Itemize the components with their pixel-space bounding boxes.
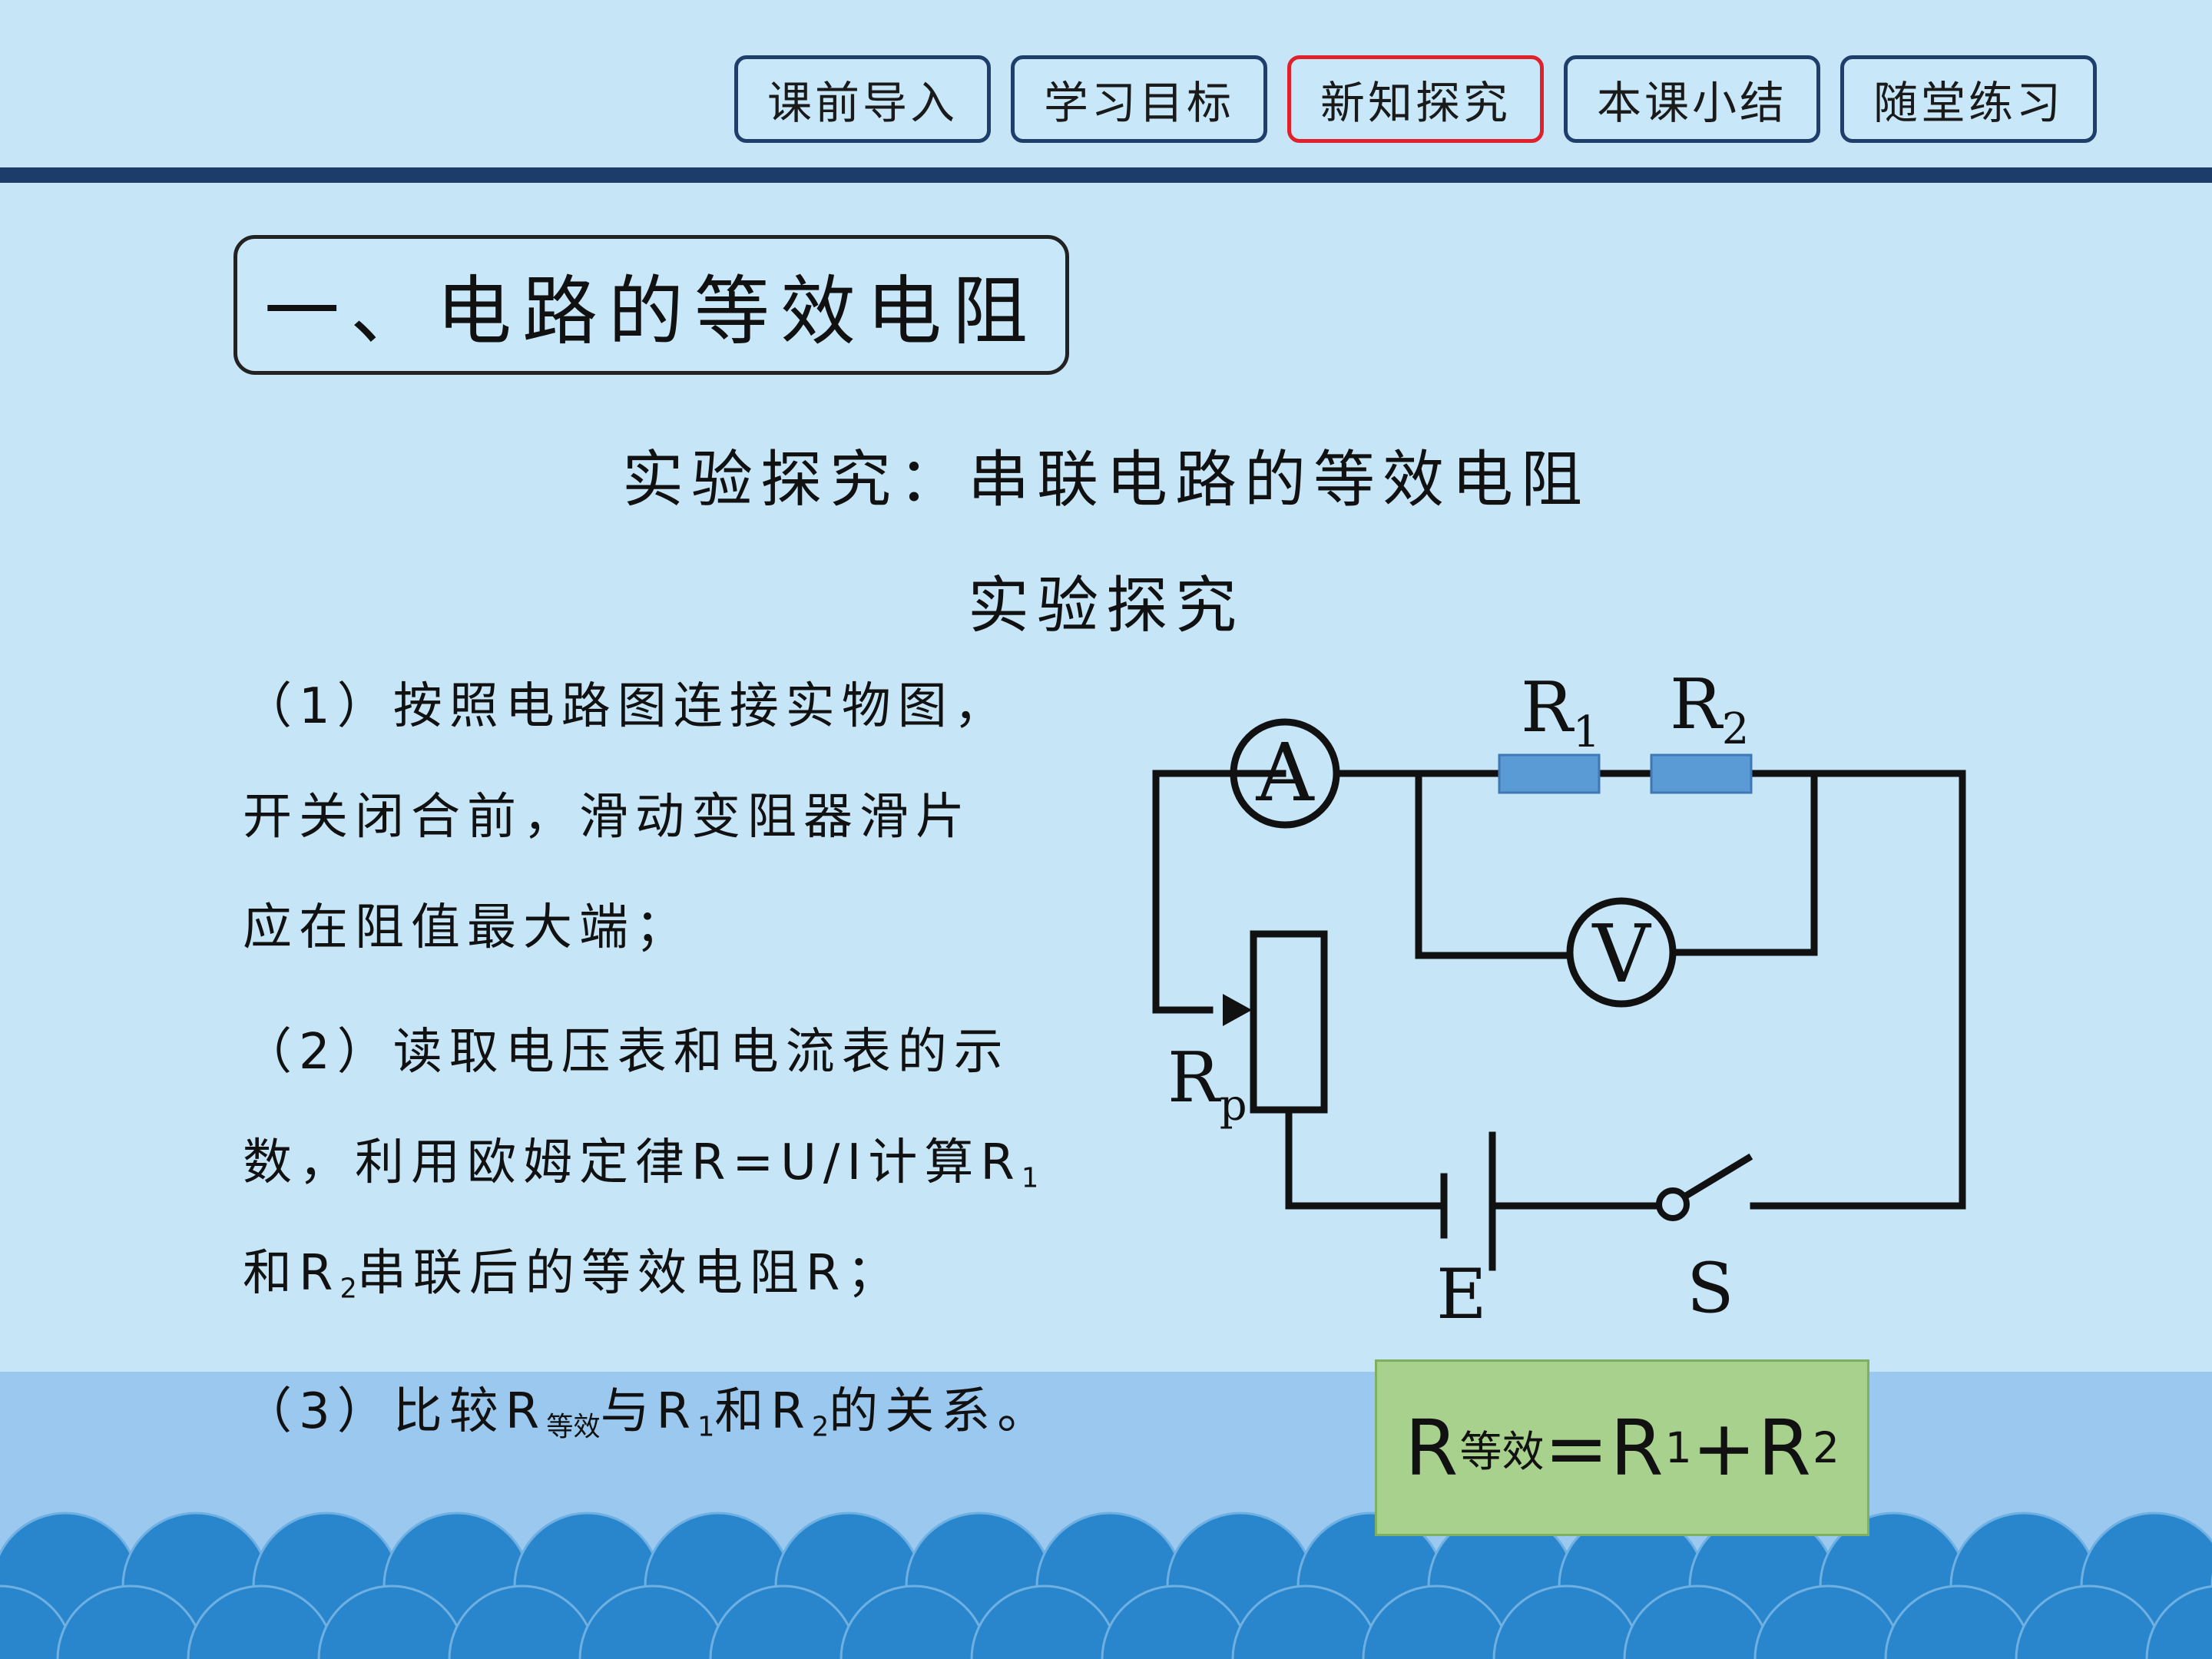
step-3-text: 与R [600, 1383, 698, 1440]
wave-bump [1492, 1584, 1641, 1659]
step-3-text: 和R [714, 1383, 812, 1440]
nav-tab-practice[interactable]: 随堂练习 [1840, 55, 2097, 143]
wave-bump [187, 1584, 336, 1659]
wire-voltmeter-left [1415, 770, 1569, 959]
formula-eq: =R [1544, 1402, 1665, 1493]
step-3-text: 的关系。 [829, 1383, 1054, 1440]
switch-pivot [1656, 1187, 1690, 1221]
subscript: 1 [1021, 1162, 1039, 1194]
formula-sub-2: 2 [1813, 1423, 1840, 1472]
wave-bump [2145, 1585, 2212, 1659]
step-1-line-2: 开关闭合前，滑动变阻器滑片 [243, 789, 972, 846]
r2-label: R2 [1670, 664, 1749, 754]
switch-blade [1677, 1153, 1753, 1204]
resistor-r1 [1498, 753, 1601, 794]
switch-label: S [1687, 1248, 1734, 1329]
wave-bump [317, 1584, 466, 1659]
step-2-text: 数，利用欧姆定律R=U/I计算R [243, 1134, 1022, 1191]
rheostat-body [1250, 930, 1328, 1114]
wave-bump [1884, 1584, 2033, 1659]
ammeter-label: A [1255, 726, 1315, 820]
step-2: （2）读取电压表和电流表的示 数，利用欧姆定律R=U/I计算R1 和R2串联后的… [243, 997, 1111, 1329]
wave-bump [970, 1584, 1119, 1659]
wire-left [1152, 770, 1286, 1014]
subscript: 等效 [546, 1411, 601, 1443]
step-3: （3）比较R等效与R1和R2的关系。 [243, 1356, 1111, 1467]
formula-r: R [1404, 1402, 1460, 1493]
wave-bump [1753, 1584, 1902, 1659]
wire-right-loop [1747, 770, 1966, 1210]
wave-bump [578, 1584, 727, 1659]
step-3-line-1: （3）比较R等效与R1和R2的关系。 [243, 1356, 1111, 1467]
step-1-line-3: 应在阻值最大端； [243, 899, 691, 956]
step-2-line-2: 数，利用欧姆定律R=U/I计算R1 [243, 1108, 1111, 1218]
nav-tab-goals[interactable]: 学习目标 [1011, 55, 1267, 143]
wave-bump [2015, 1584, 2164, 1659]
resistor-r2 [1650, 753, 1753, 794]
wave-bump [1362, 1584, 1511, 1659]
nav-tab-explore[interactable]: 新知探究 [1287, 55, 1544, 143]
formula-sub-1: 1 [1664, 1423, 1692, 1472]
step-2-line-3: 和R2串联后的等效电阻R； [243, 1218, 1111, 1329]
voltmeter-circle [1566, 897, 1677, 1008]
battery-label: E [1436, 1254, 1487, 1335]
step-1: （1）按照电路图连接实物图， 开关闭合前，滑动变阻器滑片 应在阻值最大端； [243, 651, 1111, 983]
nav-tab-intro[interactable]: 课前导入 [734, 55, 991, 143]
wave-bump [1101, 1584, 1250, 1659]
subscript: 2 [811, 1411, 830, 1443]
formula-sub-equiv: 等效 [1459, 1427, 1545, 1476]
step-1-line-1: （1）按照电路图连接实物图， [243, 678, 1010, 735]
step-2-line-1: （2）读取电压表和电流表的示 [243, 1024, 1010, 1081]
wire-rp-battery [1285, 1106, 1448, 1210]
rp-label: Rp [1167, 1038, 1247, 1131]
voltmeter-label: V [1591, 907, 1651, 1001]
formula-plus: +R [1691, 1402, 1813, 1493]
wave-decoration [0, 1512, 2212, 1659]
wire-voltmeter-right [1674, 770, 1818, 956]
experiment-subtitle: 实验探究：串联电路的等效电阻 [622, 444, 1590, 515]
wave-bump [1231, 1584, 1380, 1659]
ammeter-circle [1230, 718, 1340, 829]
wave-bump [448, 1584, 597, 1659]
step-3-text: （3）比较R [243, 1383, 547, 1440]
wave-bump [0, 1584, 75, 1659]
wave-bump [839, 1584, 988, 1659]
wave-bump [56, 1584, 205, 1659]
wave-bump [1623, 1584, 1772, 1659]
wave-bump [709, 1584, 858, 1659]
section-title: 一、电路的等效电阻 [233, 235, 1069, 375]
nav-tab-summary[interactable]: 本课小结 [1564, 55, 1820, 143]
step-2-text: 串联后的等效电阻R； [356, 1245, 903, 1302]
rheostat-arrow [1223, 994, 1252, 1026]
step-2-text: 和R [243, 1245, 340, 1302]
experiment-heading: 实验探究 [968, 570, 1244, 641]
nav-divider [0, 167, 2212, 183]
r1-label: R1 [1521, 667, 1600, 757]
subscript: 1 [697, 1411, 715, 1443]
subscript: 2 [339, 1273, 357, 1305]
